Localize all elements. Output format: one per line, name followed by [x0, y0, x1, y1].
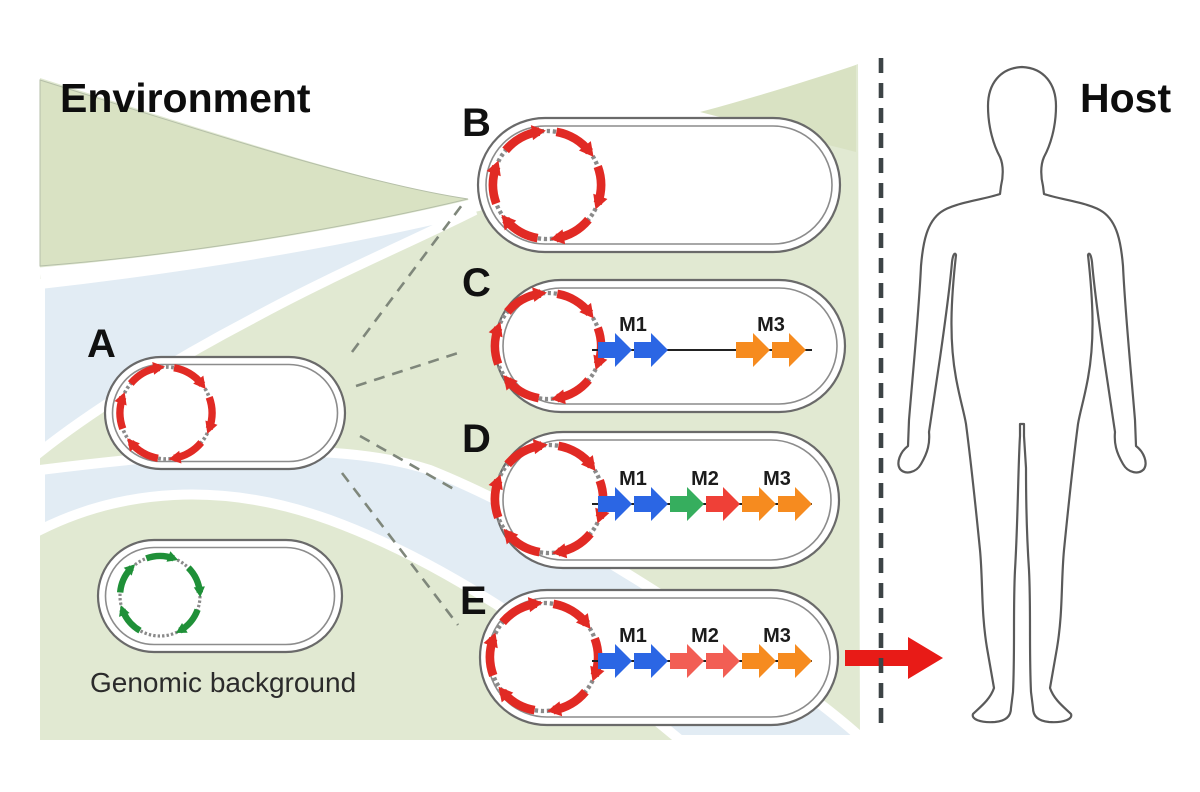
- cell-membrane-inner: [485, 125, 833, 245]
- environment-title: Environment: [60, 75, 311, 121]
- bacterium-c-label: C: [462, 261, 491, 305]
- cell-membrane-outer: [476, 116, 842, 254]
- host-title: Host: [1080, 75, 1171, 121]
- genomic-background-caption: Genomic background: [90, 667, 356, 698]
- module-m3-label: M3: [763, 625, 791, 647]
- gene-arrow-orange: [778, 644, 812, 678]
- gene-arrow-orange: [742, 487, 776, 521]
- gene-arrow-blue: [634, 644, 668, 678]
- bacterium-a: A: [87, 322, 347, 471]
- gene-arrow-orange: [736, 333, 770, 367]
- gene-arrow-blue: [634, 333, 668, 367]
- gene-arrow-blue: [598, 487, 632, 521]
- gene-arrow-blue: [634, 487, 668, 521]
- bacterium-e-label: E: [460, 579, 487, 623]
- bacterium-genomic-background: Genomic background: [90, 538, 356, 698]
- gene-arrow-green: [670, 487, 704, 521]
- module-m3-label: M3: [763, 468, 791, 490]
- cell-membrane-outer: [103, 355, 347, 471]
- cell-membrane-inner: [502, 287, 838, 405]
- cell-membrane-inner: [104, 546, 336, 646]
- gene-arrow-blue: [598, 644, 632, 678]
- gene-arrow-salmon: [706, 644, 740, 678]
- module-m3-label: M3: [757, 314, 785, 336]
- khaki-field-top-left: [39, 79, 469, 267]
- transfer-links: [340, 204, 464, 626]
- bacterium-b: B: [462, 101, 842, 254]
- cell-membrane-inner: [111, 363, 339, 463]
- bacterium-c: C M1 M3: [462, 261, 847, 414]
- gene-arrow-orange: [742, 644, 776, 678]
- khaki-field-top-right: [700, 65, 856, 152]
- bacterium-d: D M1 M2 M3: [462, 417, 841, 570]
- module-m1-label: M1: [619, 468, 647, 490]
- link-a-to-e: [340, 472, 460, 626]
- cell-membrane-outer: [96, 538, 344, 654]
- cell-membrane-inner: [502, 439, 832, 561]
- module-m2-label: M2: [691, 468, 719, 490]
- module-m1-label: M1: [619, 314, 647, 336]
- river-bank-stripe: [39, 197, 482, 281]
- bacterium-a-label: A: [87, 322, 116, 366]
- host-transfer-arrow-icon: [845, 637, 943, 679]
- gene-arrow-orange: [778, 487, 812, 521]
- gene-arrow-orange: [772, 333, 806, 367]
- gene-arrow-salmon: [670, 644, 704, 678]
- bacterium-d-label: D: [462, 417, 491, 461]
- bacterium-e: E M1 M2 M3: [460, 579, 840, 727]
- bacterium-b-label: B: [462, 101, 491, 145]
- gene-arrow-blue: [598, 333, 632, 367]
- module-m2-label: M2: [691, 625, 719, 647]
- module-m1-label: M1: [619, 625, 647, 647]
- host-silhouette-icon: [897, 65, 1147, 724]
- link-a-to-b: [350, 204, 464, 353]
- gene-arrow-red: [706, 487, 740, 521]
